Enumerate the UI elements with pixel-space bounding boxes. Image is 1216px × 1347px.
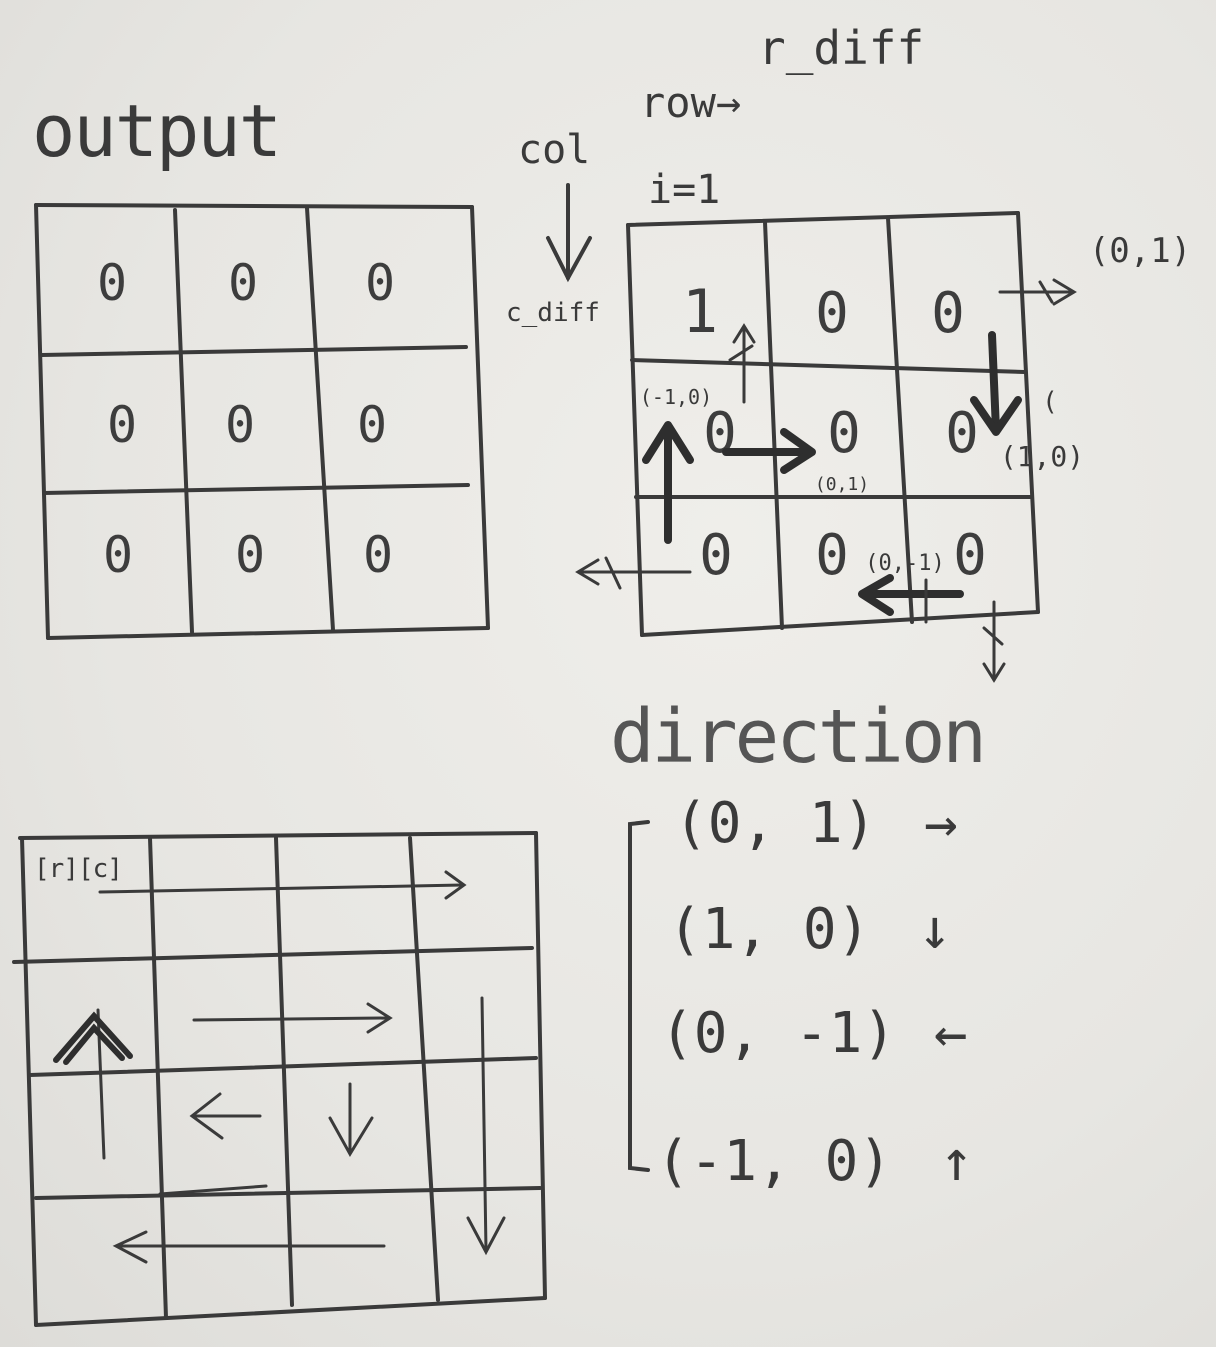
output-cell: 0 xyxy=(357,396,387,454)
walk-cell: 0 xyxy=(699,523,733,588)
col-label: col xyxy=(518,127,591,173)
walk-label-right: (0,1) xyxy=(1089,231,1191,271)
right-arrow-icon: → xyxy=(924,791,958,856)
output-cell: 0 xyxy=(107,396,137,454)
direction-vector: (1, 0) xyxy=(668,897,871,962)
left-arrow-icon: ← xyxy=(933,1001,968,1066)
output-cell: 0 xyxy=(235,526,265,584)
direction-item: (1, 0) ↓ xyxy=(668,902,952,958)
output-cell: 0 xyxy=(103,526,133,584)
walk-cell: 0 xyxy=(815,281,849,346)
walk-cell: 0 xyxy=(815,523,849,588)
walk-cell: 0 xyxy=(953,523,987,588)
walk-label-paren: ( xyxy=(1042,387,1058,417)
direction-title: direction xyxy=(610,694,987,780)
output-title: output xyxy=(32,89,282,173)
walk-label-left: (0,-1) xyxy=(865,551,944,576)
i-equals-label: i=1 xyxy=(648,167,721,213)
c-diff-label: c_diff xyxy=(506,298,600,328)
output-cell: 0 xyxy=(363,526,393,584)
direction-item: (0, 1) → xyxy=(674,796,958,852)
output-cell: 0 xyxy=(228,254,258,312)
walk-cell: 1 xyxy=(682,277,718,347)
row-label: row→ xyxy=(640,78,742,127)
output-cell: 0 xyxy=(365,254,395,312)
walk-cell: 0 xyxy=(945,401,979,466)
walk-cell: 0 xyxy=(931,281,965,346)
walk-label-down: (1,0) xyxy=(1000,440,1084,473)
down-arrow-icon: ↓ xyxy=(918,897,952,962)
walk-label-up: (-1,0) xyxy=(640,385,712,409)
spiral-start-label: [r][c] xyxy=(34,854,123,884)
direction-item: (0, -1) ← xyxy=(660,1006,967,1062)
walk-label-mid-right: (0,1) xyxy=(815,474,869,495)
direction-vector: (0, -1) xyxy=(660,1001,897,1066)
direction-vector: (-1, 0) xyxy=(656,1129,893,1194)
up-arrow-icon: ↑ xyxy=(939,1129,974,1194)
direction-item: (-1, 0) ↑ xyxy=(656,1134,973,1190)
r-diff-label: r_diff xyxy=(758,21,925,75)
direction-vector: (0, 1) xyxy=(674,791,877,856)
output-cell: 0 xyxy=(225,396,255,454)
output-cell: 0 xyxy=(97,254,127,312)
walk-cell: 0 xyxy=(827,401,861,466)
